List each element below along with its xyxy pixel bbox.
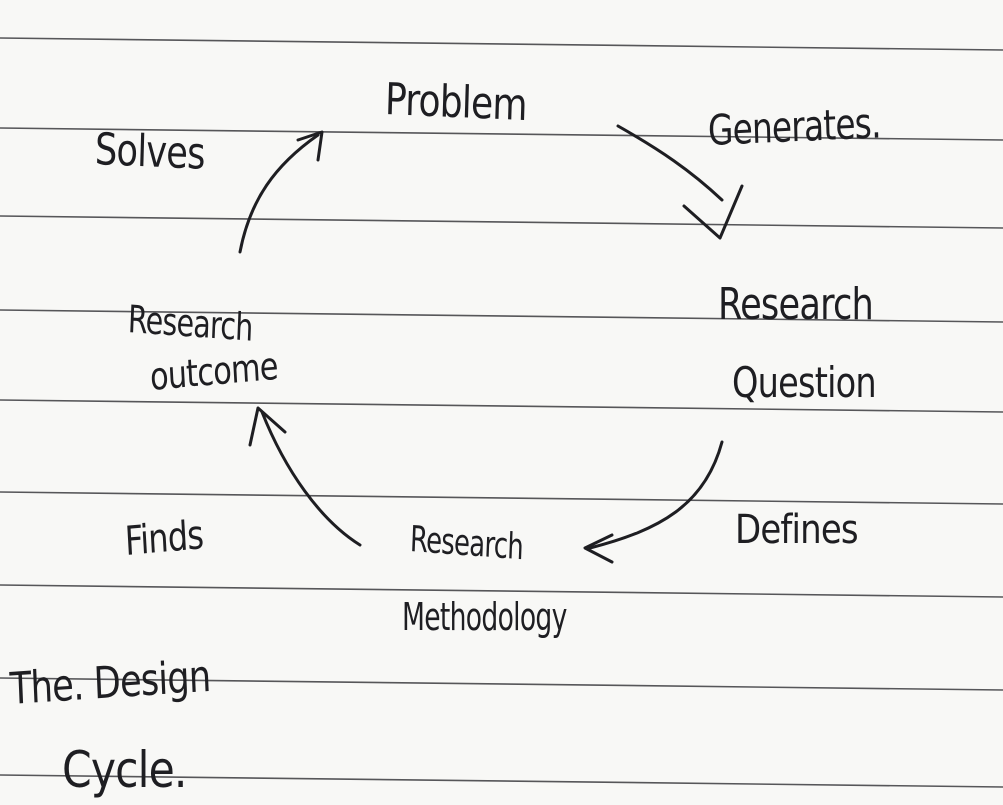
node-problem: Problem: [384, 74, 528, 132]
node-question-line2: Question: [732, 358, 877, 407]
arrow-generates: [616, 124, 724, 202]
node-methodology-line1: Research: [409, 519, 524, 569]
rule-line: [0, 309, 1003, 323]
arrow-defines: [588, 440, 724, 550]
rule-line: [0, 584, 1003, 598]
rule-line: [0, 215, 1003, 229]
edge-label-finds: Finds: [123, 512, 205, 565]
node-question-line1: Research: [718, 279, 874, 330]
rule-line: [0, 37, 1003, 51]
edge-label-defines: Defines: [735, 507, 859, 553]
node-outcome-line1: Research: [127, 297, 254, 350]
arrow-solves: [238, 133, 320, 254]
node-methodology-line2: Methodology: [402, 595, 567, 639]
rule-line: [0, 677, 1003, 691]
edge-label-generates: Generates.: [707, 98, 882, 155]
arrowhead-generates: [682, 184, 744, 240]
rule-line: [0, 127, 1003, 141]
node-outcome-line2: outcome: [148, 343, 279, 399]
rule-line: [0, 774, 1003, 788]
arrowhead-defines: [583, 533, 614, 564]
arrowhead-finds: [248, 406, 287, 447]
edge-label-solves: Solves: [94, 124, 206, 180]
title-line1: The. Design: [8, 650, 212, 715]
rule-line: [0, 491, 1003, 505]
rule-line: [0, 399, 1003, 413]
arrow-finds: [260, 410, 362, 547]
arrowhead-solves: [296, 130, 324, 162]
title-line2: Cycle.: [62, 741, 187, 799]
